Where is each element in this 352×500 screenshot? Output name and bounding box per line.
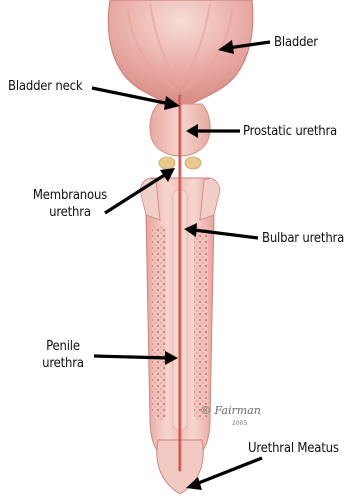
corpus-left xyxy=(152,225,166,420)
arrow-urethral-meatus xyxy=(196,458,262,484)
artist-signature: © Fairman xyxy=(200,404,261,417)
corpus-right xyxy=(194,225,208,420)
label-bladder-neck: Bladder neck xyxy=(8,78,82,95)
arrow-penile-urethra xyxy=(94,356,168,358)
label-bladder: Bladder xyxy=(274,34,318,51)
artist-signature-year: 2005 xyxy=(232,420,247,427)
label-membranous-urethra-line1: Membranous xyxy=(22,187,118,204)
label-penile-urethra-line1: Penile xyxy=(30,338,96,355)
sphincter-right xyxy=(185,157,201,169)
label-prostatic-urethra: Prostatic urethra xyxy=(243,123,337,140)
label-membranous-urethra-line2: urethra xyxy=(22,204,118,221)
label-penile-urethra-line2: urethra xyxy=(30,355,96,372)
label-membranous-urethra: Membranous urethra xyxy=(22,187,118,221)
sphincter-left xyxy=(159,157,175,169)
label-bulbar-urethra: Bulbar urethra xyxy=(262,230,344,247)
label-urethral-meatus: Urethral Meatus xyxy=(248,440,339,457)
label-penile-urethra: Penile urethra xyxy=(30,338,96,372)
